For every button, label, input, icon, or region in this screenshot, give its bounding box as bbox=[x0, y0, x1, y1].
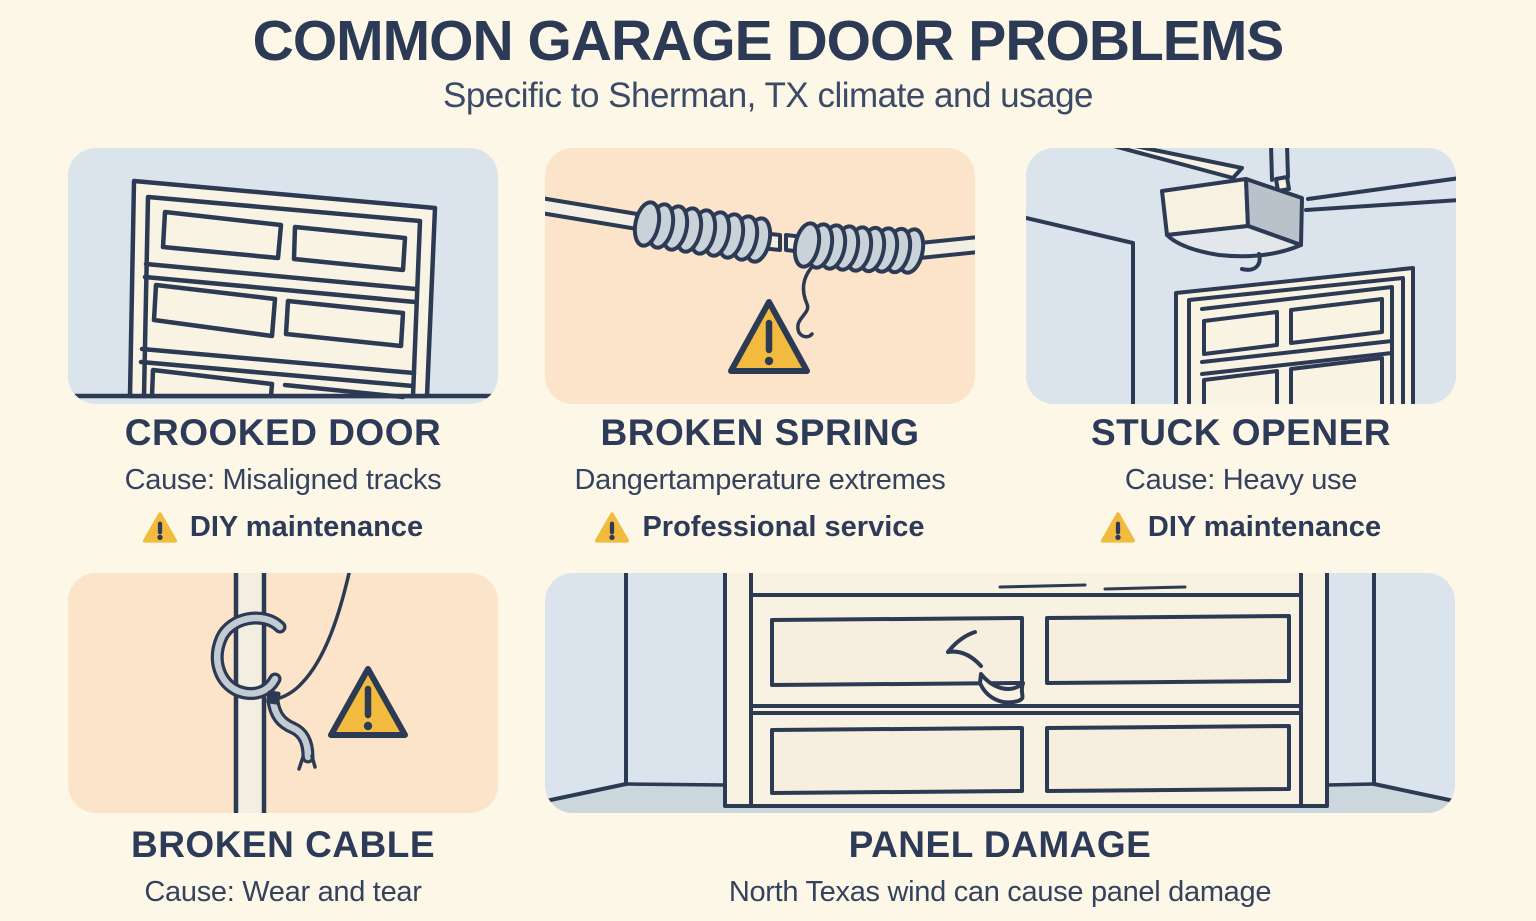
door-rails bbox=[138, 261, 419, 389]
spring-assembly bbox=[545, 196, 975, 339]
snapped-spring-drawing bbox=[545, 196, 975, 374]
door-windows-bottom-clipped bbox=[1202, 356, 1384, 404]
wall-corner-lines bbox=[624, 573, 1376, 786]
frayed-tip bbox=[297, 754, 317, 771]
card-title: BROKEN SPRING bbox=[600, 412, 920, 453]
cable-end-steel bbox=[269, 697, 312, 761]
floor-edge-lines bbox=[624, 782, 1376, 787]
crooked-door-lines bbox=[68, 178, 498, 400]
door-inner-frame bbox=[141, 194, 423, 399]
windows-row-3-clipped bbox=[149, 367, 406, 400]
windows-row-2 bbox=[151, 282, 406, 349]
dangling-broken-wire bbox=[796, 266, 814, 339]
frayed-cable-drawing bbox=[210, 573, 408, 813]
stuck-opener-illustration bbox=[1026, 148, 1456, 404]
broken-cable-caption: BROKEN CABLE Cause: Wear and tear bbox=[68, 822, 498, 912]
torn-flap bbox=[978, 672, 1025, 705]
warning-icon bbox=[1100, 511, 1135, 543]
warning-icon bbox=[595, 511, 630, 543]
ceiling-edge-right-lower bbox=[1304, 198, 1456, 212]
broken-spring-caption: BROKEN SPRING Dangertamperature extremes… bbox=[545, 410, 975, 547]
door-stiles bbox=[749, 573, 1303, 808]
card-cause: Dangertamperature extremes bbox=[574, 464, 946, 496]
door-frame-inner-1 bbox=[1187, 276, 1405, 404]
opener-rail bbox=[1113, 148, 1244, 180]
door-frame-inner-2 bbox=[1200, 285, 1394, 404]
card-action: DIY maintenance bbox=[68, 507, 498, 547]
card-action: Professional service bbox=[545, 507, 975, 547]
panel-top-left bbox=[770, 616, 1024, 687]
card-cause: Cause: Heavy use bbox=[1124, 464, 1358, 496]
card-cause: North Texas wind can cause panel damage bbox=[728, 876, 1272, 908]
panel-damage-illustration bbox=[545, 573, 1455, 813]
card-cause: Cause: Wear and tear bbox=[144, 876, 422, 908]
crack-line bbox=[946, 630, 983, 668]
warning-icon bbox=[328, 666, 408, 738]
card-action: DIY maintenance bbox=[1026, 507, 1456, 547]
panel-bottom-left bbox=[770, 726, 1024, 795]
damaged-door-drawing bbox=[545, 573, 1455, 813]
card-action-label: Professional service bbox=[642, 511, 925, 543]
card-action-label: DIY maintenance bbox=[189, 511, 424, 543]
page-title: COMMON GARAGE DOOR PROBLEMS bbox=[252, 9, 1285, 73]
door-windows-top bbox=[1202, 297, 1384, 356]
scuff-marks bbox=[998, 583, 1187, 591]
page-subtitle: Specific to Sherman, TX climate and usag… bbox=[442, 76, 1094, 115]
card-action-label: DIY maintenance bbox=[1147, 511, 1382, 543]
release-cord-hook bbox=[1240, 252, 1262, 272]
panel-top-right bbox=[1045, 614, 1291, 685]
opener-unit-drawing bbox=[1026, 148, 1456, 404]
door-mid-rail bbox=[749, 704, 1303, 715]
hanger-rods bbox=[1269, 148, 1290, 182]
opener-lens-bottom bbox=[1165, 224, 1303, 259]
panel-bottom-right bbox=[1045, 724, 1291, 793]
card-title: CROOKED DOOR bbox=[124, 412, 442, 453]
floor-corner-lines bbox=[545, 782, 1455, 804]
garage-interior bbox=[1026, 148, 1456, 404]
panel-damage-caption: PANEL DAMAGE North Texas wind can cause … bbox=[545, 822, 1455, 912]
wall-corner-left bbox=[1026, 215, 1135, 404]
broken-spring-illustration bbox=[545, 148, 975, 404]
card-cause: Cause: Misaligned tracks bbox=[124, 464, 442, 496]
card-title: BROKEN CABLE bbox=[130, 824, 436, 865]
coil-left bbox=[632, 200, 773, 264]
warning-icon bbox=[142, 511, 177, 543]
garage-walls-and-door bbox=[545, 573, 1455, 808]
ceiling-edge-right-upper bbox=[1306, 176, 1456, 201]
broken-cable-illustration bbox=[68, 573, 498, 813]
warning-icon bbox=[728, 299, 810, 374]
card-title: STUCK OPENER bbox=[1091, 412, 1391, 453]
cable-and-track bbox=[210, 573, 351, 813]
tilted-garage-door-drawing bbox=[68, 178, 498, 400]
shaft-left bbox=[545, 196, 639, 231]
cable-break-connector bbox=[266, 690, 281, 705]
door-mid-rail bbox=[1200, 339, 1394, 376]
rod-bracket bbox=[1274, 175, 1291, 193]
card-title: PANEL DAMAGE bbox=[848, 824, 1152, 865]
stuck-opener-caption: STUCK OPENER Cause: Heavy use DIY mainte… bbox=[1026, 410, 1456, 547]
crooked-door-illustration bbox=[68, 148, 498, 404]
cable-loop-steel bbox=[214, 614, 284, 697]
crooked-door-caption: CROOKED DOOR Cause: Misaligned tracks DI… bbox=[68, 410, 498, 547]
windows-row-1 bbox=[160, 209, 408, 273]
thin-cable-from-top bbox=[273, 573, 351, 701]
coil-right bbox=[792, 221, 926, 275]
